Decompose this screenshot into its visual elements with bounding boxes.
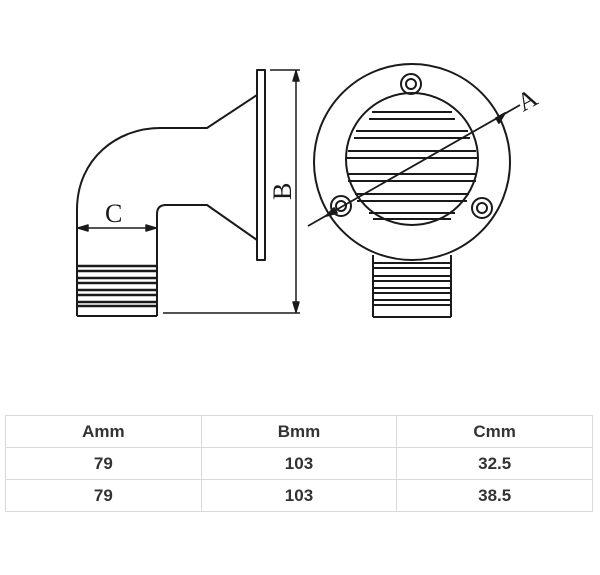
front-view [307,63,521,318]
outer-flange-circle [313,63,511,261]
header-c: Cmm [396,415,593,448]
table-header-row: Amm Bmm Cmm [5,415,593,448]
elbow-inner-outline [156,204,258,316]
hose-barb-ribs [77,264,157,308]
header-a: Amm [5,415,202,448]
label-c: C [105,199,122,228]
screw-hole-right [471,197,493,219]
screw-hole-top [400,73,422,95]
cell-b: 103 [200,479,398,512]
dimension-b [163,69,300,314]
side-view [76,69,300,317]
dimension-c [77,224,157,232]
technical-drawing: C B A [76,63,543,318]
dimensions-table: Amm Bmm Cmm 79 103 32.5 79 103 38.5 [5,415,593,512]
screw-holes [330,73,493,219]
table-row: 79 103 32.5 [5,447,593,480]
label-b: B [268,183,297,200]
cell-a: 79 [5,479,202,512]
dimension-a [307,104,521,227]
cell-b: 103 [200,447,398,480]
header-b: Bmm [200,415,398,448]
cell-c: 32.5 [396,447,593,480]
front-hose-barb [372,255,452,318]
cell-a: 79 [5,447,202,480]
flange-plate [256,69,266,261]
screw-hole-left [330,195,352,217]
label-a: A [512,83,542,118]
table-row: 79 103 38.5 [5,479,593,512]
grille-slots [347,111,477,220]
elbow-body-outline [76,94,258,316]
cell-c: 38.5 [396,479,593,512]
